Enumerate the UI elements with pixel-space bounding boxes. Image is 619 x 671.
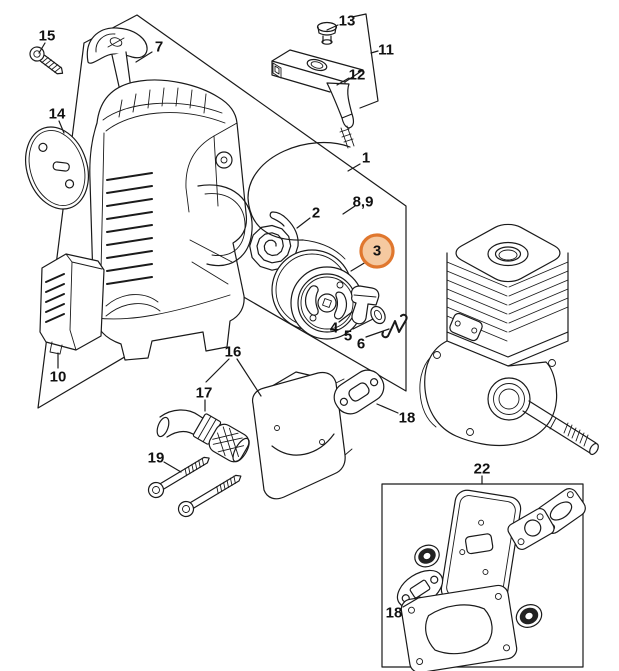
part-label-4[interactable]: 4 [329,319,339,337]
part-label-19[interactable]: 19 [147,449,165,467]
part-label-5[interactable]: 5 [343,327,353,345]
part-2-rewind-spring-drawing [249,211,299,271]
part-17-spark-arrestor-drawing [156,409,250,463]
part-label-8-9[interactable]: 8,9 [352,193,374,211]
leader-lines [38,24,483,608]
part-14-cover-plate-drawing [25,126,89,210]
part-22-gasket-set-box [381,483,586,671]
part-label-18-box[interactable]: 18 [385,604,403,622]
part-13-cap-drawing [316,21,338,45]
part-label-7[interactable]: 7 [154,38,164,56]
part-11-bracket [351,13,379,109]
part-7-starter-grip-drawing [86,27,156,132]
highlight-circle-part-3[interactable] [359,233,395,269]
part-label-6[interactable]: 6 [356,335,366,353]
part-16-muffler-drawing [251,371,353,500]
part-label-2[interactable]: 2 [311,204,321,222]
starter-housing-drawing [89,79,253,361]
part-6-clip-drawing [381,313,408,339]
rope-8-9-drawing [247,141,351,260]
part-label-10[interactable]: 10 [49,368,67,386]
part-19-screws-drawing [147,456,242,518]
part-5-washer-drawing [370,305,386,325]
part-15-screw-drawing [29,46,64,75]
part-label-18-muffler[interactable]: 18 [398,409,416,427]
part-3-rope-rotor-drawing [271,249,364,340]
part-label-12[interactable]: 12 [348,66,366,84]
part-label-22[interactable]: 22 [473,460,491,478]
part-18-gasket-drawing [333,369,385,415]
part-label-11[interactable]: 11 [378,41,394,59]
part-label-1[interactable]: 1 [361,149,371,167]
part-label-3-highlighted[interactable]: 3 [372,242,382,260]
part-label-17[interactable]: 17 [195,384,213,402]
engine-assembly-drawing [419,220,599,456]
part-label-13[interactable]: 13 [338,12,356,30]
part-label-15[interactable]: 15 [38,27,56,45]
part-12-handle-drawing [271,49,364,149]
part-label-16[interactable]: 16 [224,343,242,361]
part-4-pawl-drawing [350,285,380,325]
part-label-14[interactable]: 14 [48,105,66,123]
part-10-cover-drawing [39,253,105,355]
